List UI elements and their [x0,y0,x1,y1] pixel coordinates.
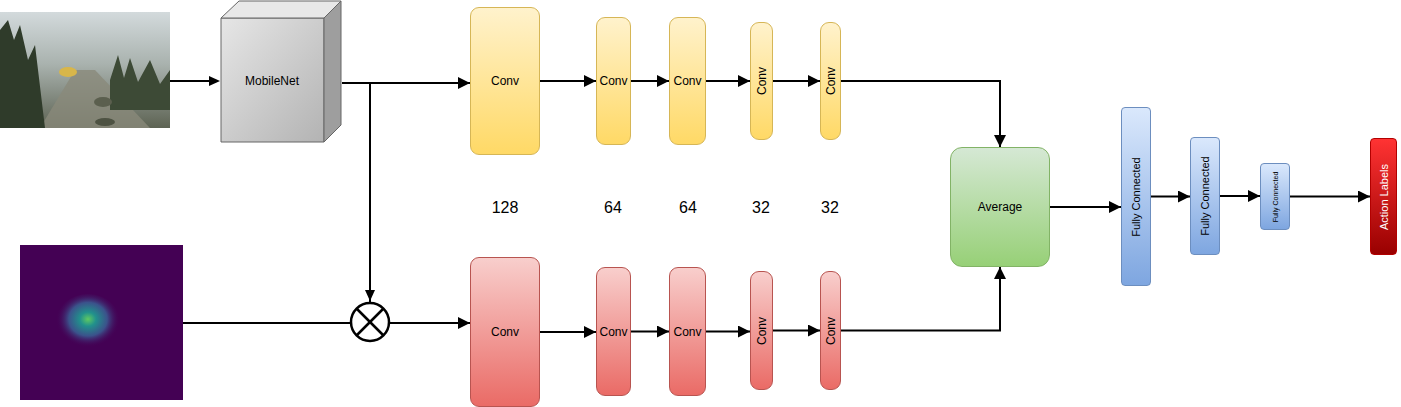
node-text: Conv [755,67,769,95]
node-text: Fully Connected [1130,157,1142,237]
heatmap-ground [20,245,183,400]
text-holder: Conv [471,258,539,406]
node-text: Conv [491,74,519,88]
fc-layer: Fully Connected [1260,163,1290,230]
conv-layer: Conv [820,271,841,390]
heatmap-line [183,322,350,324]
conv-layer: Conv [596,267,631,396]
cube-face [221,1,341,18]
multiply-symbol [357,309,384,336]
arrow-head [209,76,220,86]
node-text: MobileNet [245,74,299,88]
text-holder: MobileNet [220,18,324,143]
node-text: Conv [599,74,627,88]
conv-layer: Conv [750,271,773,390]
fc-layer: Fully Connected [1121,107,1151,286]
text-holder: Conv [670,268,705,395]
node-text: Action Labels [1378,163,1390,229]
channel-count: 128 [492,199,519,217]
channel-count: 32 [821,199,839,217]
arrow-connector [1050,206,1121,208]
arrow-connector [706,331,750,333]
scene-rock [94,97,112,107]
arrow-connector [1220,195,1260,197]
scene-ground [0,12,170,128]
channel-count: 64 [604,199,622,217]
node-text: Conv [599,325,627,339]
channel-count: 32 [752,199,770,217]
node-text: Fully Connected [1199,156,1211,236]
arrow-connector [841,267,1000,331]
scene-trees [0,20,45,128]
text-holder: Average [951,148,1049,266]
node-text: Fully Connected [1272,171,1279,222]
fc-layer: Fully Connected [1190,137,1220,255]
node-text: Conv [491,325,519,339]
node-text: Conv [673,325,701,339]
conv-layer: Conv [750,22,773,140]
cube-face [324,1,341,142]
heatmap-blob [56,294,120,350]
arrow-connector [841,81,1000,147]
cube-face [221,18,324,142]
conv-layer: Conv [470,7,540,155]
text-holder: Conv [597,268,630,395]
cube-shape [220,0,342,143]
node-text: Conv [824,67,838,95]
conv-layer: Conv [596,17,631,145]
conv-layer: Conv [470,257,540,407]
node-text: Average [978,200,1022,214]
arrow-connector [773,80,820,82]
node-text: Conv [673,74,701,88]
heatmap-image [20,245,183,400]
channel-count: 64 [679,199,697,217]
output-box: Action Labels [1370,138,1397,255]
arrow-connector [540,80,596,82]
network-block: MobileNet [220,0,342,143]
arrow-connector [631,331,669,333]
average-box: Average [950,147,1050,267]
scene-image [0,12,170,128]
arrow-connector [706,80,750,82]
arrow-connector [342,83,470,323]
multiply-symbol [351,303,389,341]
multiply-symbol [357,309,384,336]
node-text: Conv [755,316,769,344]
scene-vehicle [59,67,77,77]
arrow-head [365,290,375,301]
arrow-connector [773,330,820,332]
arrow-connector [1151,196,1190,198]
conv-layer: Conv [669,17,706,145]
node-text: Conv [824,316,838,344]
arrow-connector [631,80,669,82]
text-holder: Conv [597,18,630,144]
scene-trees [110,55,170,110]
text-holder: Conv [670,18,705,144]
conv-layer: Conv [669,267,706,396]
scene-rock [95,118,115,126]
conv-layer: Conv [820,22,841,140]
arrow-connector [1290,196,1370,198]
text-holder: Conv [471,8,539,154]
arrow-connector [540,331,596,333]
input-arrow [170,80,211,82]
